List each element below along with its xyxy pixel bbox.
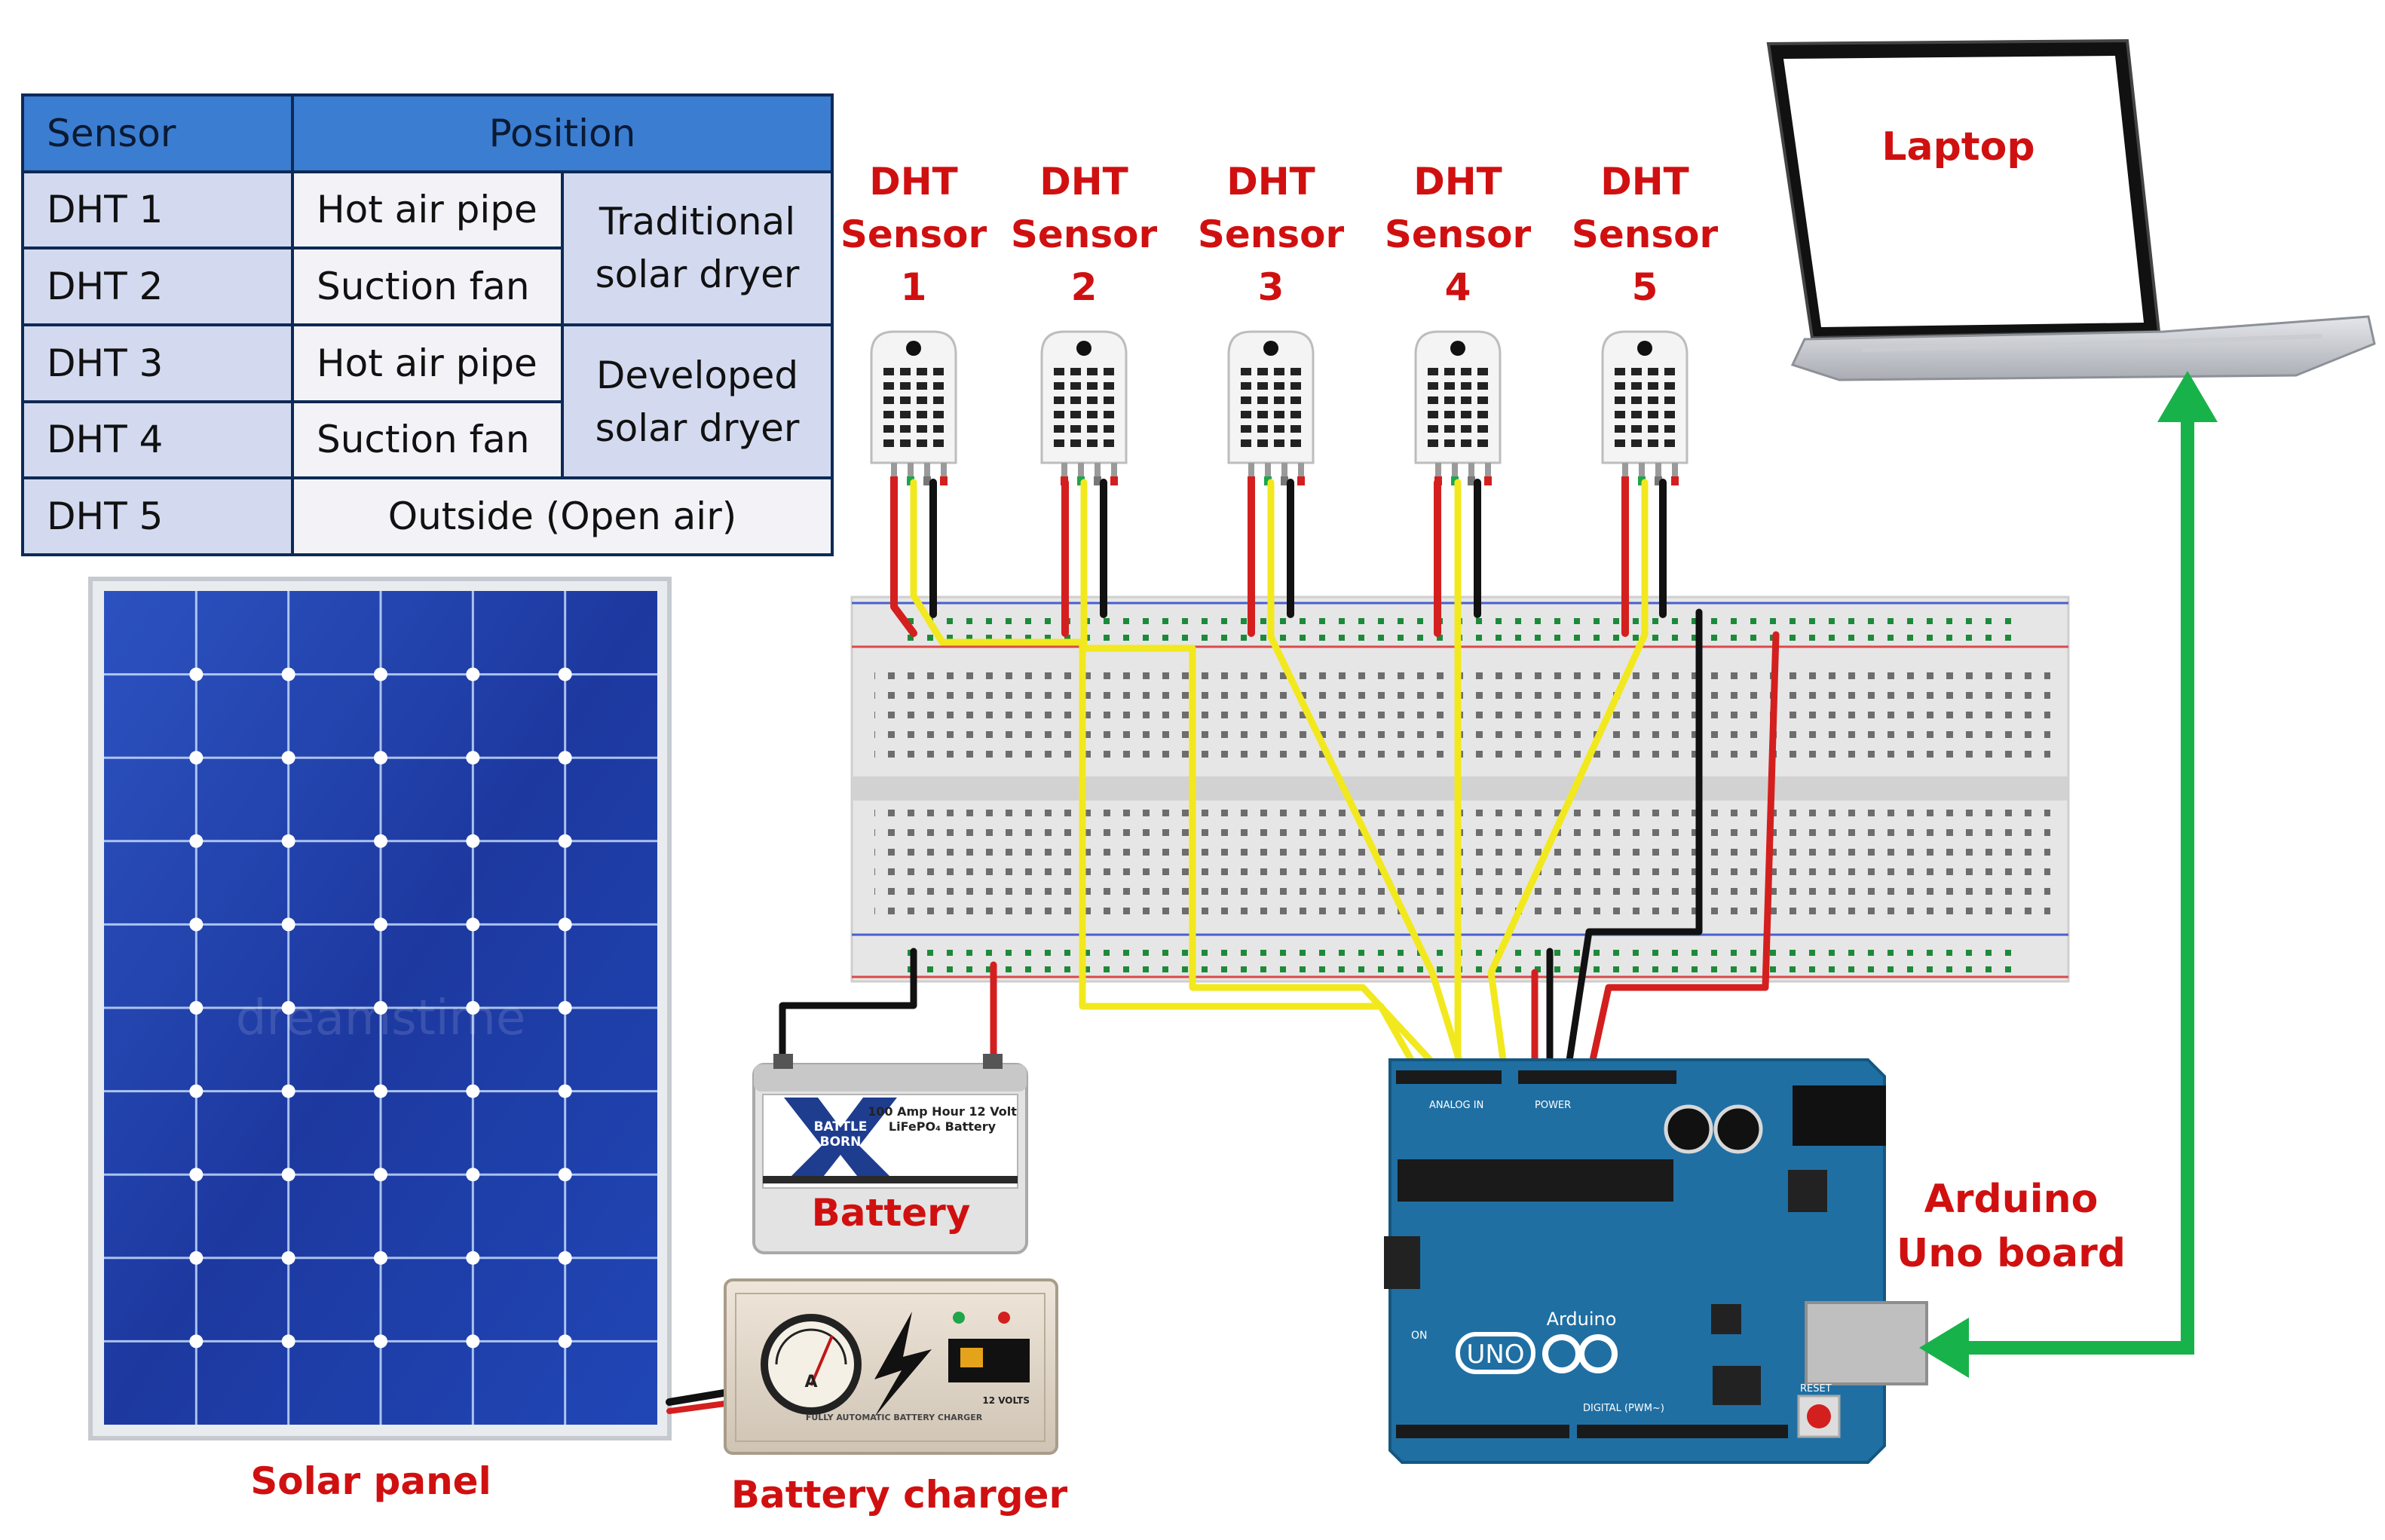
battery-charger-icon: A 12 VOLTS FULLY AUTOMATIC BATTERY CHARG… [724,1278,1058,1455]
table-cell-position: Hot air pipe [291,170,564,250]
table-cell-position: Suction fan [291,246,564,326]
battery-model-line1: 100 Amp Hour 12 Volt [868,1104,1017,1119]
ammeter-icon: A [761,1314,862,1415]
table-header-position: Position [291,93,834,173]
table-cell-sensor: DHT 3 [21,323,294,403]
battery-charger-label: Battery charger [731,1473,1068,1517]
sensor-label-line1: DHT [1413,160,1502,204]
ammeter-unit: A [804,1373,817,1392]
sensor-label-line1: DHT [869,160,957,204]
table-cell-position: Outside (Open air) [291,476,834,556]
analog-header-text: ANALOG IN [1429,1100,1483,1111]
table-cell-sensor: DHT 4 [21,400,294,480]
charger-volts: 12 VOLTS [982,1395,1030,1406]
battery-label: Battery [812,1191,971,1235]
sensor-label-line2: Sensor [1011,213,1158,256]
battery-brand-line1: BATTLE [814,1119,868,1134]
dryer-group-line1: Traditional [599,200,796,244]
power-header-text: POWER [1535,1100,1571,1111]
wiring [666,479,1780,1414]
usb-link-arrow [1919,371,2218,1378]
sensor-label-line2: Sensor [840,213,987,256]
dht-sensor-icon [1227,330,1315,485]
arduino-label-line1: Arduino [1924,1177,2099,1222]
on-led-text: ON [1411,1330,1428,1342]
sensor-label-line3: 5 [1632,265,1658,309]
table-cell-sensor: DHT 1 [21,170,294,250]
laptop-label: Laptop [1881,124,2034,170]
sensor-label-line2: Sensor [1385,213,1532,256]
digital-header-text: DIGITAL (PWM~) [1583,1403,1664,1414]
sensor-label-line1: DHT [1600,160,1688,204]
dht-sensor-icon [1414,330,1502,485]
sensor-label-line2: Sensor [1198,213,1345,256]
sensor-position-table: Sensor Position DHT 1 Hot air pipe Tradi… [21,93,834,556]
table-cell-sensor: DHT 5 [21,476,294,556]
table-header-sensor: Sensor [21,93,294,173]
table-cell-dryer-group: Traditional solar dryer [561,170,834,326]
solar-panel-icon: dreamstime [88,577,672,1440]
arduino-uno-text: UNO [1466,1339,1524,1370]
charger-footer: FULLY AUTOMATIC BATTERY CHARGER [806,1413,983,1422]
sensor-label-line3: 4 [1445,265,1471,309]
table-cell-dryer-group: Developed solar dryer [561,323,834,480]
arduino-board-icon: UNO Arduino ANALOG IN POWER DIGITAL (PWM… [1384,1058,1928,1464]
battery-icon: BATTLE BORN 100 Amp Hour 12 Volt LiFePO₄… [752,1054,1028,1254]
table-cell-position: Suction fan [291,400,564,480]
table-cell-position: Hot air pipe [291,323,564,403]
battery-brand-line2: BORN [820,1134,862,1150]
solar-panel-label: Solar panel [250,1459,491,1503]
battery-model-line2: LiFePO₄ Battery [889,1119,997,1134]
table-cell-sensor: DHT 2 [21,246,294,326]
sensor-label-line2: Sensor [1572,213,1719,256]
arduino-brand-text: Arduino [1547,1309,1617,1330]
dryer-group-line1: Developed [595,353,799,397]
dht-sensor-icon [1601,330,1688,485]
sensor-label-line3: 1 [901,265,927,309]
sensor-label-line1: DHT [1039,160,1128,204]
arduino-label-line2: Uno board [1897,1231,2126,1276]
lightning-bolt-icon [874,1312,932,1417]
dht-sensor-icon [870,330,957,485]
laptop-icon [1766,38,2376,381]
sensor-label-line3: 2 [1071,265,1098,309]
dht-sensor-icon [1040,330,1128,485]
sensor-label-line1: DHT [1226,160,1315,204]
usb-port-icon [1805,1301,1928,1385]
dryer-group-line2: solar dryer [595,253,800,297]
sensor-label-line3: 3 [1258,265,1284,309]
reset-text: RESET [1800,1383,1832,1395]
watermark-text: dreamstime [236,990,525,1046]
dryer-group-line2: solar dryer [595,406,800,450]
